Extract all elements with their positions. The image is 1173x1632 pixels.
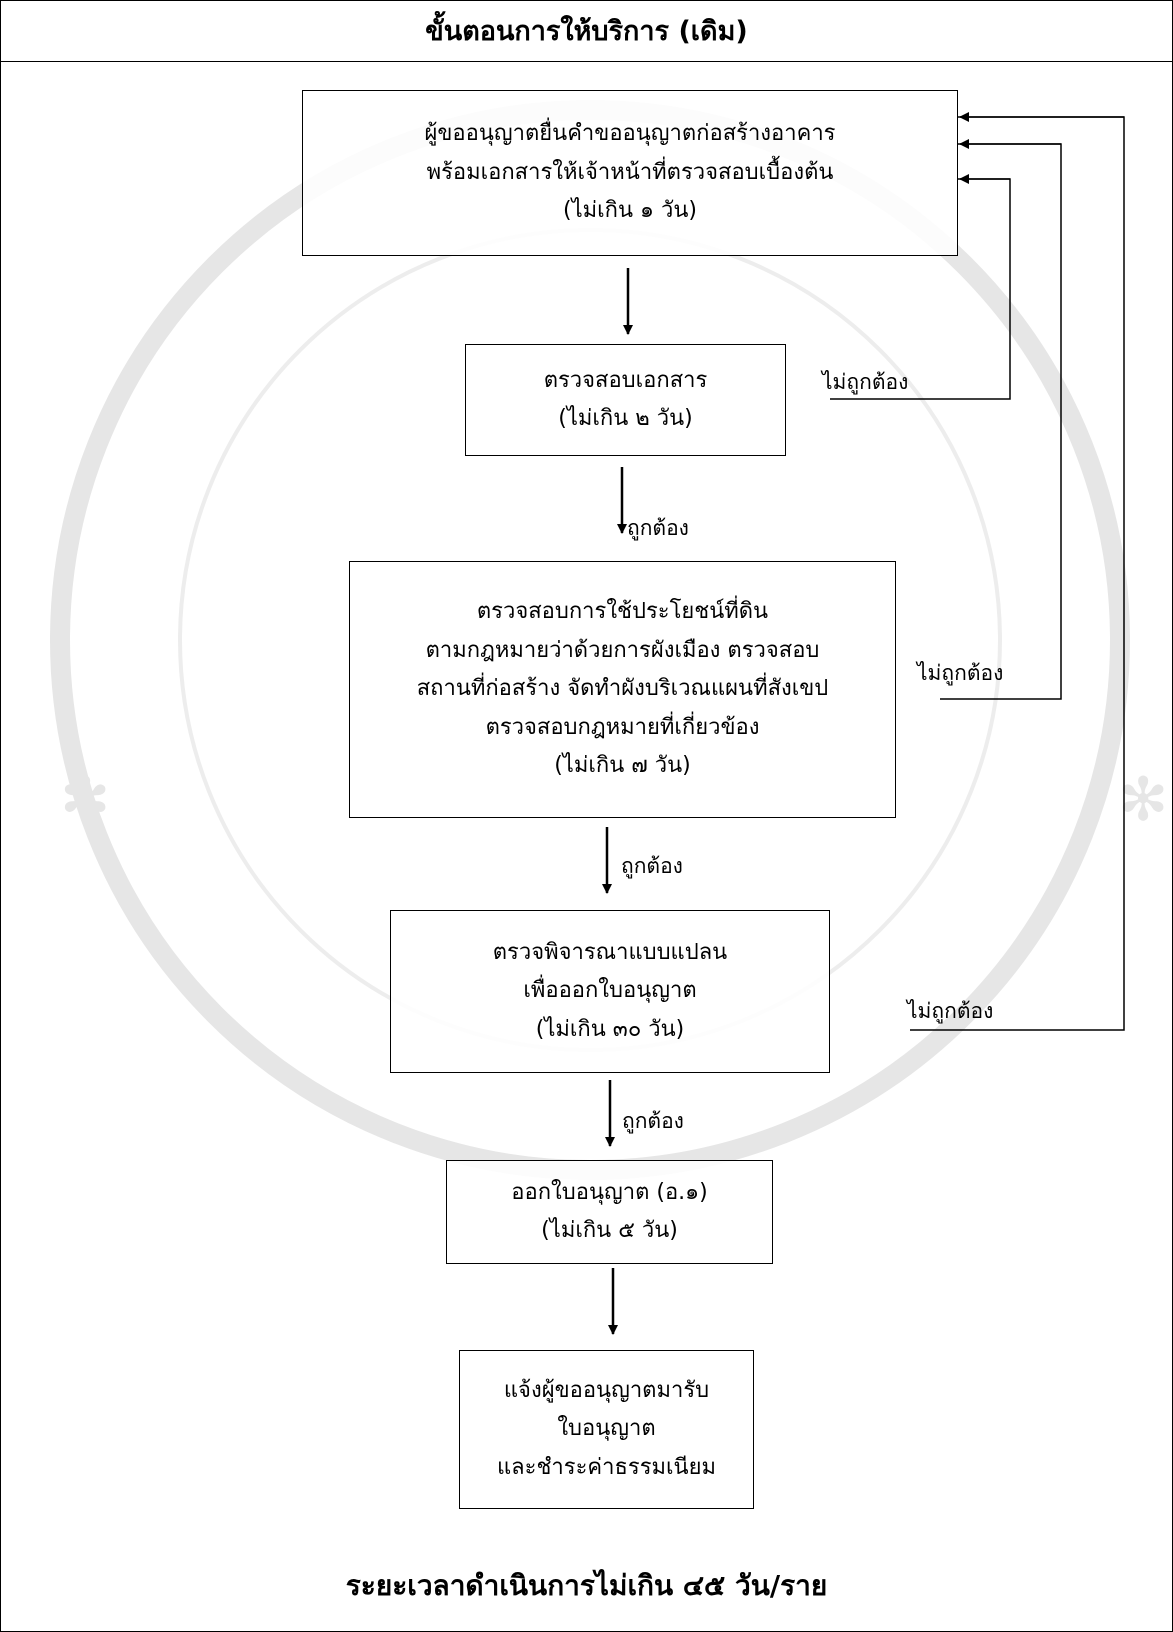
step-line: (ไม่เกิน ๑ วัน) — [563, 198, 697, 224]
step-line: ใบอนุญาต — [557, 1416, 656, 1442]
step-line: ตรวจสอบเอกสาร — [543, 367, 708, 393]
step-line: และชำระค่าธรรมเนียม — [497, 1454, 716, 1480]
label-incorrect: ไม่ถูกต้อง — [917, 661, 1004, 685]
step-line: (ไม่เกิน ๗ วัน) — [554, 753, 691, 779]
step-review-plan: ตรวจพิจารณาแบบแปลน เพื่อออกใบอนุญาต (ไม่… — [390, 910, 830, 1073]
step-line: ตรวจพิจารณาแบบแปลน — [492, 939, 728, 965]
page-title: ขั้นตอนการให้บริการ (เดิม) — [0, 0, 1173, 62]
step-line: (ไม่เกิน ๕ วัน) — [541, 1218, 678, 1243]
return-loop-land — [940, 143, 1062, 700]
step-line: เพื่อออกใบอนุญาต — [523, 978, 697, 1004]
step-line: (ไม่เกิน ๓๐ วัน) — [535, 1016, 685, 1042]
step-line: ตามกฎหมายว่าด้วยการผังเมือง ตรวจสอบ — [425, 637, 820, 663]
step-line: แจ้งผู้ขออนุญาตมารับ — [503, 1377, 710, 1403]
step-issue-permit: ออกใบอนุญาต (อ.๑) (ไม่เกิน ๕ วัน) — [446, 1160, 773, 1264]
step-line: ตรวจสอบการใช้ประโยชน์ที่ดิน — [476, 599, 769, 625]
step-line: สถานที่ก่อสร้าง จัดทำผังบริเวณแผนที่สังเ… — [416, 676, 829, 702]
label-correct: ถูกต้อง — [621, 854, 683, 878]
step-check-land-use: ตรวจสอบการใช้ประโยชน์ที่ดิน ตามกฎหมายว่า… — [349, 561, 896, 818]
label-correct: ถูกต้อง — [627, 516, 689, 540]
step-line: (ไม่เกิน ๒ วัน) — [558, 406, 693, 431]
label-incorrect: ไม่ถูกต้อง — [907, 999, 994, 1023]
step-notify-applicant: แจ้งผู้ขออนุญาตมารับ ใบอนุญาต และชำระค่า… — [459, 1350, 754, 1509]
step-line: ผู้ขออนุญาตยื่นคำขออนุญาตก่อสร้างอาคาร — [424, 121, 836, 147]
step-line: พร้อมเอกสารให้เจ้าหน้าที่ตรวจสอบเบื้องต้… — [426, 159, 834, 185]
step-line: ตรวจสอบกฎหมายที่เกี่ยวข้อง — [485, 714, 760, 740]
total-duration: ระยะเวลาดำเนินการไม่เกิน ๔๕ วัน/ราย — [345, 1569, 828, 1602]
step-line: ออกใบอนุญาต (อ.๑) — [511, 1179, 708, 1205]
label-incorrect: ไม่ถูกต้อง — [822, 370, 909, 394]
label-correct: ถูกต้อง — [622, 1109, 684, 1133]
step-check-documents: ตรวจสอบเอกสาร (ไม่เกิน ๒ วัน) — [465, 344, 786, 456]
step-submit-application: ผู้ขออนุญาตยื่นคำขออนุญาตก่อสร้างอาคาร พ… — [302, 90, 958, 256]
